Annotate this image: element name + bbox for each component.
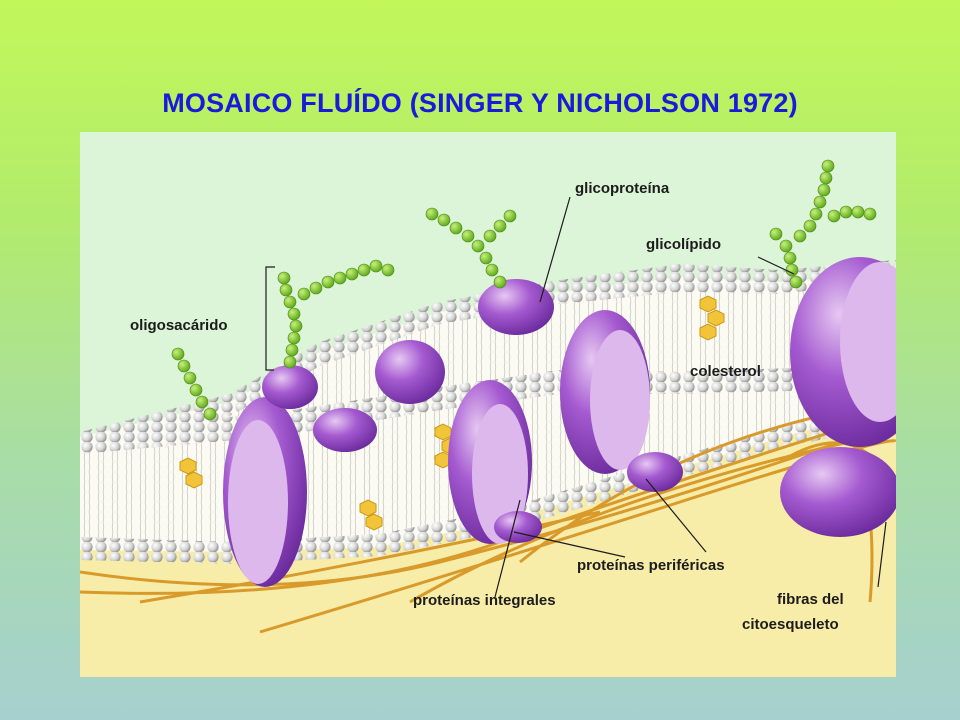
- label-citoesqueleto: citoesqueleto: [742, 616, 839, 633]
- label-colesterol: colesterol: [690, 363, 761, 380]
- membrane-illustration: [80, 159, 896, 677]
- slide-title: MOSAICO FLUÍDO (SINGER Y NICHOLSON 1972): [162, 88, 798, 118]
- label-oligosacarido: oligosacárido: [130, 317, 228, 334]
- peripheral-proteins: [262, 279, 683, 543]
- label-proteinas-perifericas: proteínas periféricas: [577, 557, 725, 574]
- membrane-diagram: glicoproteína glicolípido oligosacárido …: [80, 132, 896, 677]
- label-glicoproteina: glicoproteína: [575, 180, 670, 197]
- integral-proteins: [223, 257, 896, 587]
- label-pointer-lines: [265, 196, 887, 598]
- label-fibras-del: fibras del: [777, 591, 844, 608]
- label-proteinas-integrales: proteínas integrales: [413, 592, 556, 609]
- label-glicolipido: glicolípido: [646, 236, 721, 253]
- cholesterol-molecules: [179, 295, 725, 531]
- oligosaccharide-chains: [171, 159, 877, 421]
